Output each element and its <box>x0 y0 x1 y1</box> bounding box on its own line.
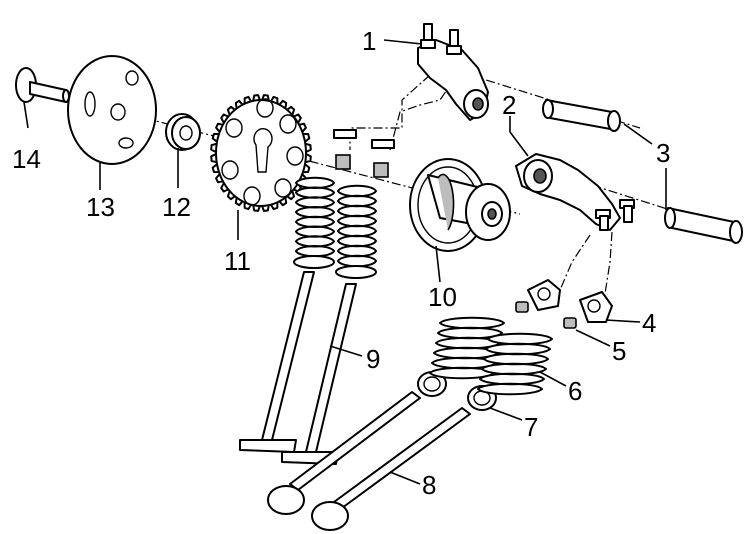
part-2-rocker-arm <box>515 153 635 231</box>
part-11-sprocket <box>210 94 312 212</box>
label-13: 13 <box>86 192 115 222</box>
part-8-valves-exhaust <box>267 391 471 531</box>
springs-intake <box>293 176 377 279</box>
label-7: 7 <box>524 412 538 442</box>
part-7-spring-seats <box>417 371 497 411</box>
part-6-springs <box>429 316 553 396</box>
label-3: 3 <box>656 138 670 168</box>
part-14-bolt <box>15 67 70 103</box>
label-2: 2 <box>502 90 516 120</box>
label-4: 4 <box>642 308 656 338</box>
label-5: 5 <box>612 336 626 366</box>
label-9: 9 <box>366 344 380 374</box>
label-10: 10 <box>428 282 457 312</box>
label-14: 14 <box>12 144 41 174</box>
label-12: 12 <box>162 192 191 222</box>
label-1: 1 <box>362 26 376 56</box>
leader-lines <box>23 39 667 485</box>
part-12-spacer <box>165 113 201 151</box>
part-1-rocker-arm <box>417 23 489 121</box>
callout-labels: 1 2 3 4 5 6 7 8 9 10 11 12 13 14 <box>12 26 670 500</box>
label-8: 8 <box>422 470 436 500</box>
part-3-rocker-shaft-upper <box>542 99 621 132</box>
label-11: 11 <box>224 246 251 276</box>
part-4-retainers <box>527 279 613 323</box>
part-5-keepers <box>515 301 577 329</box>
part-13-plate <box>67 55 157 165</box>
part-10-camshaft <box>409 158 511 252</box>
part-3-rocker-shaft-lower <box>664 207 743 244</box>
part-9-valves-intake <box>239 129 395 465</box>
label-6: 6 <box>568 376 582 406</box>
